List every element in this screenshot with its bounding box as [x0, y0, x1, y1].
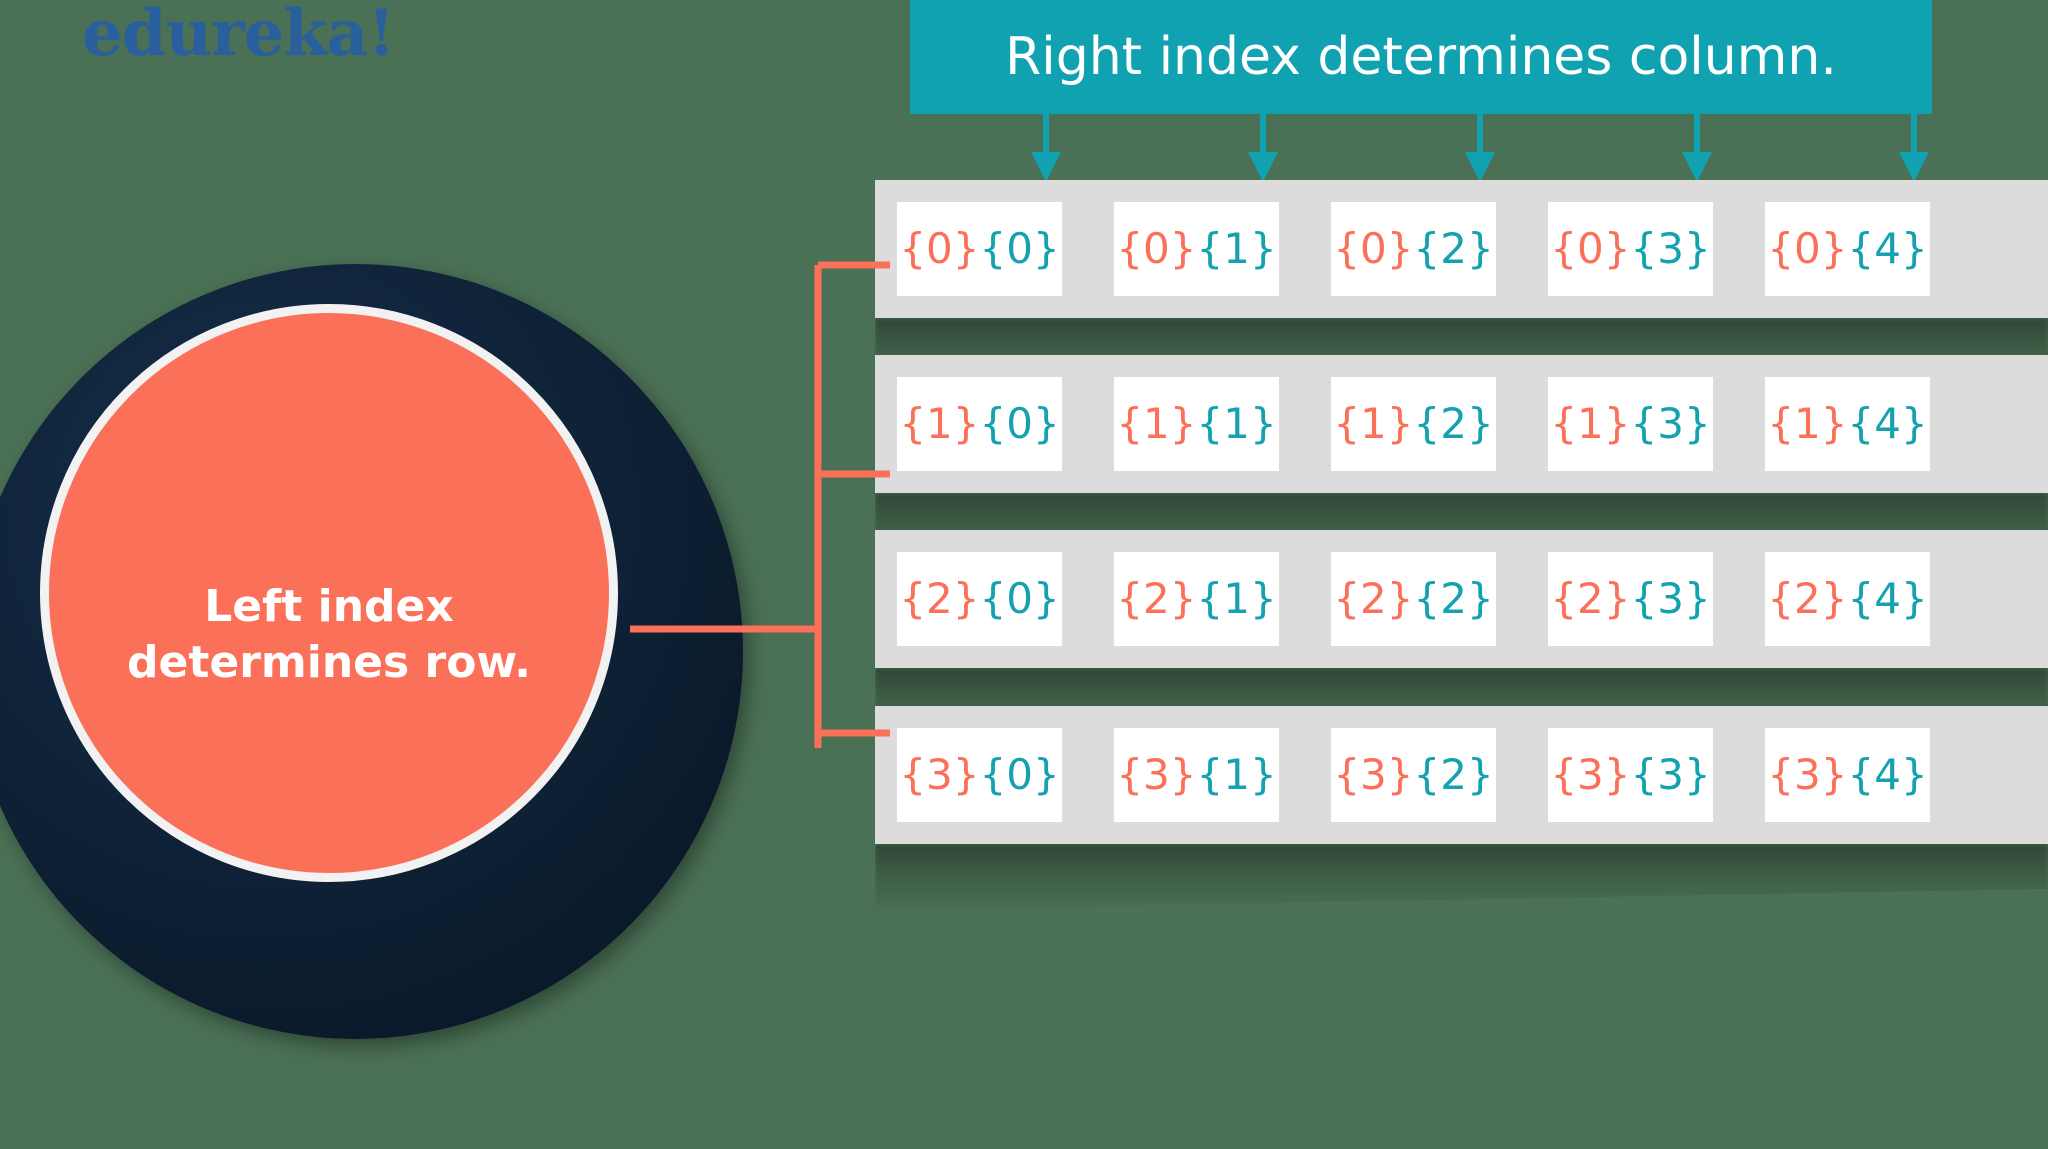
array-cell[interactable]: {2}{0} — [897, 552, 1062, 646]
cell-column-index: {4} — [1847, 399, 1928, 448]
cell-column-index: {0} — [979, 224, 1060, 273]
array-row: {3}{0}{3}{1}{3}{2}{3}{3}{3}{4} — [875, 706, 2048, 911]
row-callout-label: Left index determines row. — [127, 580, 531, 688]
cell-column-index: {2} — [1413, 750, 1494, 799]
array-row-shadow — [875, 844, 2048, 910]
cell-row-index: {0} — [1116, 224, 1197, 273]
cell-row-index: {2} — [1116, 574, 1197, 623]
cell-column-index: {0} — [979, 399, 1060, 448]
cell-column-index: {2} — [1413, 224, 1494, 273]
array-cell[interactable]: {1}{2} — [1331, 377, 1496, 471]
column-banner-label: Right index determines column. — [1005, 27, 1837, 87]
cell-column-index: {1} — [1196, 750, 1277, 799]
array-row: {0}{0}{0}{1}{0}{2}{0}{3}{0}{4} — [875, 180, 2048, 385]
cell-column-index: {0} — [979, 574, 1060, 623]
cell-row-index: {3} — [1550, 750, 1631, 799]
cell-column-index: {4} — [1847, 574, 1928, 623]
array-cell[interactable]: {0}{4} — [1765, 202, 1930, 296]
down-arrow-icon — [1897, 114, 1931, 184]
array-row-band: {3}{0}{3}{1}{3}{2}{3}{3}{3}{4} — [875, 706, 2048, 844]
cell-row-index: {3} — [1116, 750, 1197, 799]
array-cell[interactable]: {2}{4} — [1765, 552, 1930, 646]
array-row: {2}{0}{2}{1}{2}{2}{2}{3}{2}{4} — [875, 530, 2048, 735]
cell-row-index: {1} — [1116, 399, 1197, 448]
cell-row-index: {1} — [1333, 399, 1414, 448]
row-callout-circle: Left index determines row. — [40, 304, 618, 882]
cell-column-index: {4} — [1847, 750, 1928, 799]
array-row-band: {1}{0}{1}{1}{1}{2}{1}{3}{1}{4} — [875, 355, 2048, 493]
cell-row-index: {2} — [1550, 574, 1631, 623]
array-cell[interactable]: {0}{0} — [897, 202, 1062, 296]
cell-row-index: {2} — [1767, 574, 1848, 623]
array-cell[interactable]: {0}{2} — [1331, 202, 1496, 296]
array-cell[interactable]: {1}{3} — [1548, 377, 1713, 471]
column-banner: Right index determines column. — [910, 0, 1932, 114]
array-cell[interactable]: {0}{1} — [1114, 202, 1279, 296]
array-cell[interactable]: {3}{2} — [1331, 728, 1496, 822]
array-cell[interactable]: {1}{0} — [897, 377, 1062, 471]
down-arrow-icon — [1680, 114, 1714, 184]
cell-row-index: {3} — [1333, 750, 1414, 799]
cell-row-index: {3} — [899, 750, 980, 799]
cell-row-index: {1} — [899, 399, 980, 448]
cell-row-index: {0} — [1550, 224, 1631, 273]
array-row-band: {2}{0}{2}{1}{2}{2}{2}{3}{2}{4} — [875, 530, 2048, 668]
cell-column-index: {2} — [1413, 574, 1494, 623]
down-arrow-icon — [1029, 114, 1063, 184]
array-cell[interactable]: {1}{4} — [1765, 377, 1930, 471]
cell-column-index: {2} — [1413, 399, 1494, 448]
edureka-logo: edureka! — [82, 0, 395, 71]
cell-column-index: {1} — [1196, 224, 1277, 273]
cell-column-index: {3} — [1630, 399, 1711, 448]
array-cell[interactable]: {2}{3} — [1548, 552, 1713, 646]
array-cell[interactable]: {3}{3} — [1548, 728, 1713, 822]
array-row-band: {0}{0}{0}{1}{0}{2}{0}{3}{0}{4} — [875, 180, 2048, 318]
cell-row-index: {1} — [1550, 399, 1631, 448]
cell-column-index: {3} — [1630, 574, 1711, 623]
array-cell[interactable]: {2}{1} — [1114, 552, 1279, 646]
cell-column-index: {0} — [979, 750, 1060, 799]
cell-row-index: {0} — [1333, 224, 1414, 273]
cell-row-index: {2} — [1333, 574, 1414, 623]
cell-column-index: {4} — [1847, 224, 1928, 273]
array-cell[interactable]: {2}{2} — [1331, 552, 1496, 646]
down-arrow-icon — [1463, 114, 1497, 184]
array-cell[interactable]: {0}{3} — [1548, 202, 1713, 296]
cell-row-index: {0} — [899, 224, 980, 273]
array-cell[interactable]: {3}{0} — [897, 728, 1062, 822]
cell-column-index: {1} — [1196, 399, 1277, 448]
cell-column-index: {1} — [1196, 574, 1277, 623]
cell-row-index: {2} — [899, 574, 980, 623]
array-cell[interactable]: {3}{1} — [1114, 728, 1279, 822]
cell-row-index: {3} — [1767, 750, 1848, 799]
cell-column-index: {3} — [1630, 224, 1711, 273]
cell-row-index: {0} — [1767, 224, 1848, 273]
array-cell[interactable]: {1}{1} — [1114, 377, 1279, 471]
array-cell[interactable]: {3}{4} — [1765, 728, 1930, 822]
down-arrow-icon — [1246, 114, 1280, 184]
cell-column-index: {3} — [1630, 750, 1711, 799]
cell-row-index: {1} — [1767, 399, 1848, 448]
